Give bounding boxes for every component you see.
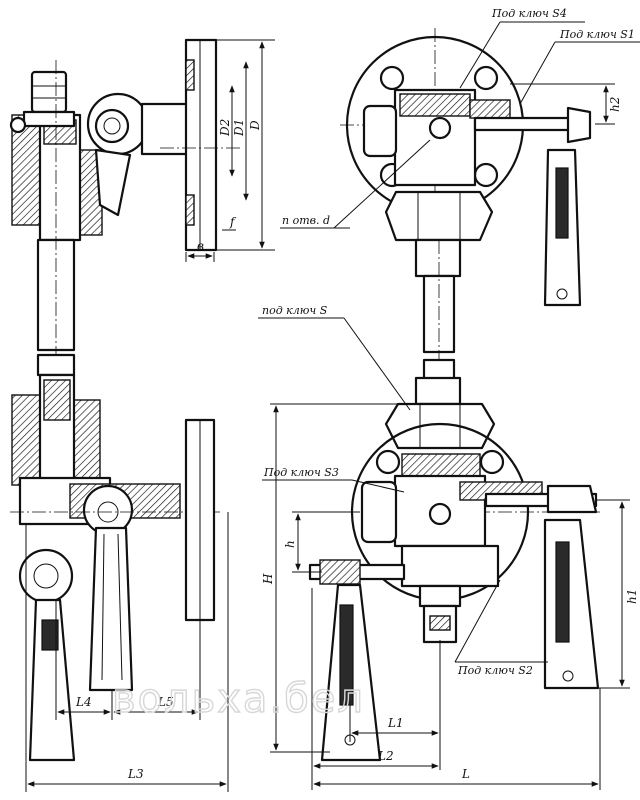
- dim-b: в: [197, 239, 204, 253]
- dim-h-total: H: [261, 573, 275, 585]
- callout-key-s2: Под ключ S2: [457, 664, 533, 677]
- dim-h1: h1: [625, 589, 639, 604]
- dim-l4: L4: [75, 695, 92, 709]
- flange-detail: [160, 38, 240, 252]
- dim-l3: L3: [127, 767, 144, 781]
- dim-d2: D2: [218, 119, 232, 137]
- dim-l: L: [461, 767, 470, 781]
- callout-key-s3: Под ключ S3: [263, 466, 339, 479]
- front-view: [300, 28, 600, 762]
- callout-key-s: под ключ S: [262, 304, 328, 317]
- dim-d1: D1: [232, 119, 246, 137]
- callout-holes: n отв. d: [282, 214, 330, 227]
- dim-l5: L5: [157, 695, 174, 709]
- dim-l1: L1: [387, 716, 404, 730]
- dim-h2: h2: [608, 97, 622, 112]
- side-view: [9, 60, 220, 762]
- labels: Под ключ S4 Под ключ S1 n отв. d под клю…: [75, 7, 639, 781]
- dim-f: f: [229, 215, 237, 229]
- dimension-lines: [25, 21, 640, 792]
- dim-h: h: [283, 540, 297, 548]
- callout-key-s1: Под ключ S1: [559, 28, 635, 41]
- dim-l2: L2: [377, 749, 394, 763]
- watermark: вольха.бел: [112, 676, 365, 722]
- callout-key-s4: Под ключ S4: [491, 7, 567, 20]
- dim-d: D: [248, 120, 262, 131]
